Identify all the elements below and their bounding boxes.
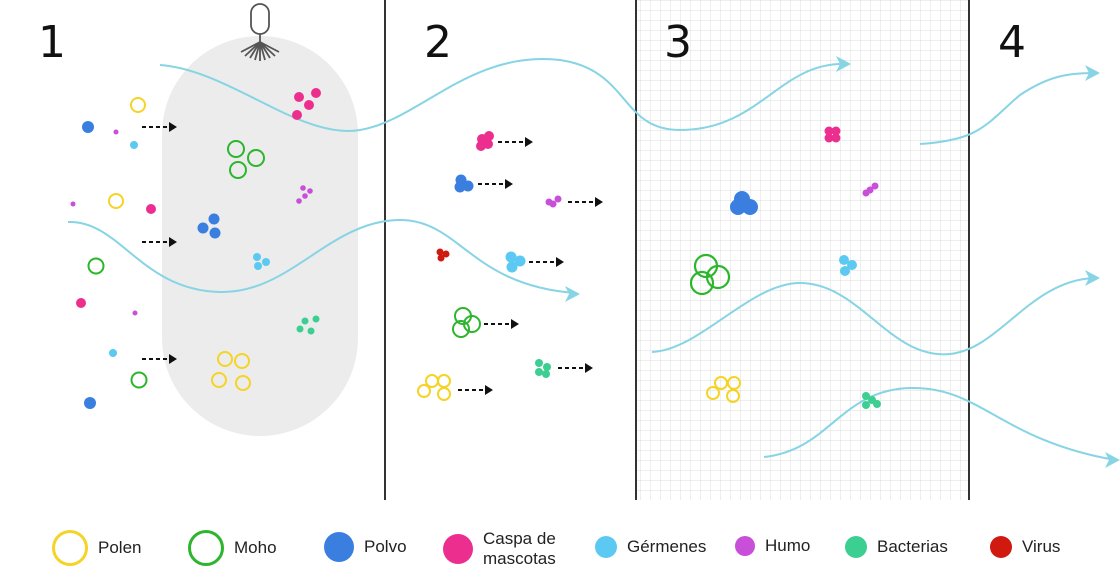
- legend-label-polvo: Polvo: [364, 537, 407, 556]
- bacterias-cluster: [535, 359, 551, 378]
- airflow-line-middle: [67, 218, 576, 294]
- polen-cluster: [706, 376, 741, 403]
- legend-item-caspa: Caspa de mascotas: [443, 529, 571, 569]
- legend-label-moho: Moho: [234, 538, 277, 557]
- legend-item-polen: Polen: [52, 530, 141, 566]
- stage-number-3: 3: [664, 17, 692, 68]
- legend: Polen Moho Polvo Caspa de mascotas Gérme…: [0, 520, 1120, 578]
- ionizer-zone: [162, 36, 358, 436]
- virus-cluster: [436, 248, 450, 262]
- legend-label-bacterias: Bacterias: [877, 537, 948, 556]
- airflow-line-bottom: [763, 386, 1116, 461]
- caspa-swatch-icon: [443, 534, 473, 564]
- stage-2-clusters: [417, 131, 562, 401]
- humo-cluster: [545, 195, 562, 208]
- humo-cluster: [296, 185, 313, 204]
- airflow-arrow-icon: [1105, 452, 1120, 468]
- bacterias-swatch-icon: [845, 536, 867, 558]
- germenes-cluster: [839, 255, 857, 276]
- polen-cluster: [211, 351, 251, 391]
- legend-item-polvo: Polvo: [324, 532, 407, 562]
- bacterias-cluster: [296, 315, 320, 335]
- airflow-arrow-icon: [1085, 65, 1100, 81]
- legend-item-germenes: Gérmenes: [595, 536, 706, 558]
- legend-label-germenes: Gérmenes: [627, 537, 707, 556]
- airflow-arrow-icon: [836, 56, 851, 72]
- legend-label-polen: Polen: [98, 538, 142, 557]
- polvo-cluster: [197, 213, 221, 239]
- stage-1-particles: [70, 97, 156, 409]
- bacterias-cluster: [862, 392, 881, 409]
- polen-particle: [108, 193, 124, 209]
- caspa-particle: [146, 204, 156, 214]
- airflow-line-lower: [651, 277, 1096, 356]
- germenes-particle: [130, 141, 138, 149]
- moho-swatch-icon: [188, 530, 224, 566]
- polvo-swatch-icon: [324, 532, 354, 562]
- humo-swatch-icon: [735, 536, 755, 556]
- stage-number-4: 4: [998, 17, 1026, 68]
- caspa-cluster: [824, 126, 841, 143]
- polvo-cluster: [730, 191, 758, 215]
- airflow-arrow-icon: [565, 286, 580, 302]
- polvo-cluster: [454, 174, 474, 193]
- humo-cluster: [862, 182, 879, 197]
- legend-item-moho: Moho: [188, 530, 277, 566]
- dashed-arrows: [142, 126, 596, 391]
- polvo-particle: [84, 397, 96, 409]
- ionizer-clusters: [197, 88, 321, 391]
- moho-cluster: [452, 307, 481, 338]
- polen-particle: [130, 97, 146, 113]
- germenes-cluster: [505, 251, 526, 273]
- legend-label-virus: Virus: [1022, 537, 1061, 556]
- humo-particle: [70, 201, 76, 207]
- stage-number-1: 1: [38, 17, 66, 68]
- moho-particle: [130, 371, 148, 389]
- ionizer-brush-icon: [240, 3, 280, 61]
- legend-item-virus: Virus: [990, 536, 1060, 558]
- moho-cluster: [227, 140, 265, 179]
- stage-number-2: 2: [424, 17, 452, 68]
- legend-item-bacterias: Bacterias: [845, 536, 948, 558]
- stage-3-clusters: [689, 126, 881, 409]
- airflow-arrow-icon: [1085, 270, 1100, 286]
- air-purifier-diagram: 1 2 3 4: [38, 0, 1120, 500]
- polen-cluster: [417, 374, 451, 401]
- caspa-cluster: [476, 131, 494, 151]
- germenes-swatch-icon: [595, 536, 617, 558]
- moho-particle: [87, 257, 105, 275]
- germenes-cluster: [253, 253, 270, 270]
- germenes-particle: [109, 349, 117, 357]
- legend-item-humo: Humo: [735, 536, 810, 556]
- humo-particle: [132, 310, 138, 316]
- airflow-line-right-top: [919, 72, 1096, 145]
- legend-label-caspa: Caspa de mascotas: [483, 529, 556, 568]
- caspa-particle: [76, 298, 86, 308]
- filter-grid: [636, 0, 970, 500]
- legend-label-humo: Humo: [765, 536, 811, 555]
- airflow-arrowheads: [565, 56, 1120, 468]
- virus-swatch-icon: [990, 536, 1012, 558]
- caspa-cluster: [292, 88, 321, 120]
- dashed-arrowheads: [169, 122, 603, 395]
- moho-cluster: [689, 253, 731, 296]
- polvo-particle: [82, 121, 94, 133]
- polen-swatch-icon: [52, 530, 88, 566]
- humo-particle: [113, 129, 119, 135]
